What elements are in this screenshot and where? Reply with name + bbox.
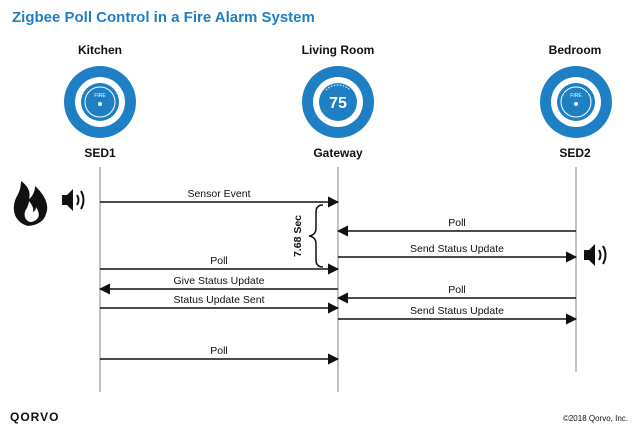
message-label: Poll [210,255,228,267]
speaker-icon [584,244,607,266]
fire-icon [13,181,48,226]
speaker-icon [62,189,85,211]
room-label-kitchen: Kitchen [77,43,122,57]
message-label: Poll [448,284,466,296]
device-label-sed2: SED2 [559,146,591,160]
smoke-detector-icon: FIRE [64,66,136,138]
device-label-sed1: SED1 [84,146,116,160]
room-label-bedroom: Bedroom [548,43,602,57]
smoke-detector-icon: FIRE [540,66,612,138]
message-label: Sensor Event [187,188,250,200]
icon-text: 75 [329,95,347,112]
message-label: Poll [210,345,228,357]
qorvo-logo: QORVO [10,410,60,424]
room-label-living-room: Living Room [301,43,375,57]
copyright-text: ©2018 Qorvo, Inc. [562,414,628,423]
interval-label: 7.68 Sec [292,215,304,257]
icon-text: FIRE [94,93,106,99]
message-label: Give Status Update [173,275,264,287]
message-label: Status Update Sent [173,294,264,306]
message-label: Send Status Update [410,305,504,317]
icon-text: FIRE [570,93,582,99]
message-label: Send Status Update [410,243,504,255]
message-label: Poll [448,217,466,229]
diagram-title: Zigbee Poll Control in a Fire Alarm Syst… [12,9,315,26]
interval-brace [308,204,324,268]
thermostat-icon: 75 [302,66,374,138]
device-label-gateway: Gateway [313,146,363,160]
